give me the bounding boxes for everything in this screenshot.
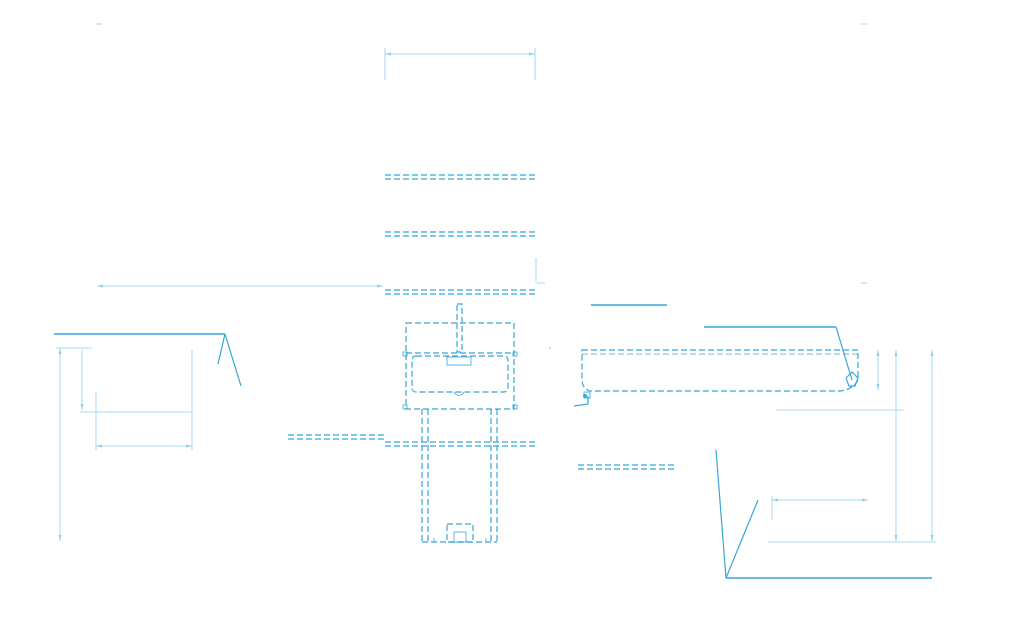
dim-long-arrow-left <box>97 284 103 288</box>
dim-right-h2-arrow-t <box>894 350 898 356</box>
dim-top-arrow-right <box>529 52 535 56</box>
dim-right-depth-arrow-l <box>772 498 778 502</box>
left-slant-2 <box>224 333 242 387</box>
left-side-view <box>54 333 384 541</box>
pedal-inner <box>453 531 467 543</box>
cabinet-top-box <box>405 322 515 410</box>
right-leg <box>715 449 727 579</box>
drain-pipe <box>573 396 589 407</box>
dim-right-h1-arrow-b <box>876 384 880 390</box>
dim-left-arrow-top <box>58 348 62 354</box>
dim-left-depth-arrow-l <box>96 444 102 448</box>
front-view-cabinet <box>385 303 551 543</box>
sink-drain <box>453 391 465 396</box>
dim-top-arrow-left <box>385 52 391 56</box>
top-dimension-group <box>96 23 867 295</box>
valve-knob <box>845 371 859 387</box>
pedal-box <box>446 523 474 543</box>
sink-basin <box>411 355 509 393</box>
corner-bracket-bl <box>402 404 408 410</box>
dim-left-arrow-bottom <box>58 535 62 541</box>
right-slant <box>835 326 853 381</box>
dim-right-h3-arrow-b <box>930 535 934 541</box>
dim-left-depth-arrow-r <box>186 444 192 448</box>
sink-overflow <box>446 356 472 366</box>
right-base-slant <box>725 499 759 579</box>
dim-right-h2-arrow-b <box>894 535 898 541</box>
right-side-view <box>573 304 936 579</box>
corner-bracket-l <box>402 351 408 357</box>
corner-bracket-r <box>512 351 518 357</box>
dim-right-h1-arrow-t <box>876 350 880 356</box>
dim-right-h3-arrow-t <box>930 350 934 356</box>
dim-left-inner-arrow <box>80 404 84 410</box>
drain-dot <box>583 394 587 398</box>
dim-right-depth-arrow-r <box>862 498 868 502</box>
faucet-spout <box>456 303 463 353</box>
right-tank <box>581 349 859 392</box>
left-slant-1 <box>217 333 226 365</box>
dim-long-arrow-right <box>377 284 383 288</box>
corner-bracket-br <box>512 404 518 410</box>
